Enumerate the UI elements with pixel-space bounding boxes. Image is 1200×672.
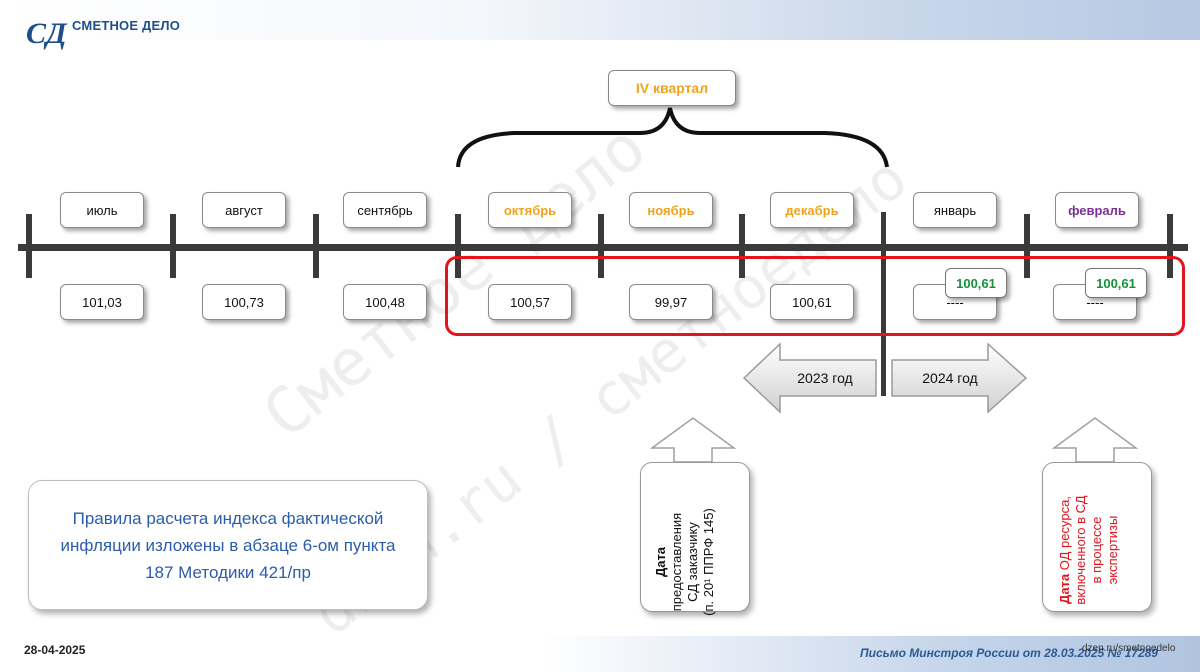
od-date-bold: Дата <box>1057 573 1072 604</box>
year-divider <box>881 212 886 396</box>
index-value-july: 101,03 <box>60 284 144 320</box>
month-label-december: декабрь <box>770 192 854 228</box>
od-date-box <box>1042 462 1152 612</box>
arrow-right-icon <box>891 342 1028 414</box>
submission-date-line1: предоставления <box>669 512 684 612</box>
submission-date-bold: Дата <box>653 546 668 578</box>
month-label-january: январь <box>913 192 997 228</box>
month-label-november: ноябрь <box>629 192 713 228</box>
timeline-tick <box>1167 214 1173 278</box>
timeline-tick <box>598 214 604 278</box>
quarter-highlight-frame <box>445 256 1185 336</box>
index-value-december: 100,61 <box>770 284 854 320</box>
rules-note: Правила расчета индекса фактической инфл… <box>28 480 428 610</box>
footer-date: 28-04-2025 <box>24 643 86 657</box>
timeline-tick <box>26 214 32 278</box>
timeline-tick <box>455 214 461 278</box>
submission-date-text: Дата предоставления СД заказчику (п. 20¹… <box>653 487 737 637</box>
year-2023-label: 2023 год <box>797 370 853 386</box>
month-label-october: октябрь <box>488 192 572 228</box>
arrow-up-icon <box>649 417 737 463</box>
submission-date-box <box>640 462 750 612</box>
timeline-tick <box>170 214 176 278</box>
submission-date-line2: СД заказчику <box>685 522 700 602</box>
index-overlay-january: 100,61 <box>945 268 1007 298</box>
index-value-september: 100,48 <box>343 284 427 320</box>
od-date-line2: включенного в СД <box>1073 495 1088 605</box>
footer-url: dzen.ru/smetnoedelo <box>1082 643 1176 654</box>
arrow-left-icon <box>742 342 877 414</box>
index-value-november: 99,97 <box>629 284 713 320</box>
od-date-text: Дата ОД ресурса, включенного в СД в проц… <box>1057 475 1137 625</box>
timeline-tick <box>739 214 745 278</box>
index-value-august: 100,73 <box>202 284 286 320</box>
month-label-july: июль <box>60 192 144 228</box>
timeline-tick <box>313 214 319 278</box>
od-date-line4: экспертизы <box>1105 515 1120 585</box>
month-label-august: август <box>202 192 286 228</box>
month-label-february: февраль <box>1055 192 1139 228</box>
index-value-october: 100,57 <box>488 284 572 320</box>
quarter-brace-icon <box>456 107 889 168</box>
year-2024-label: 2024 год <box>922 370 978 386</box>
quarter-label: IV квартал <box>608 70 736 106</box>
footer-band <box>0 636 1200 672</box>
logo-icon: СД <box>26 17 67 50</box>
timeline-tick <box>1024 214 1030 278</box>
submission-date-line3: (п. 20¹ ППРФ 145) <box>701 508 716 616</box>
index-overlay-february: 100,61 <box>1085 268 1147 298</box>
footer-letter-ref: Письмо Минстроя России от 28.03.2025 № 1… <box>860 646 1158 660</box>
month-label-september: сентябрь <box>343 192 427 228</box>
header-band <box>0 0 1200 40</box>
brand-title: СМЕТНОЕ ДЕЛО <box>72 18 181 33</box>
arrow-up-icon <box>1051 417 1139 463</box>
od-date-line3: в процессе <box>1089 516 1104 584</box>
od-date-line1: ОД ресурса, <box>1057 496 1072 571</box>
